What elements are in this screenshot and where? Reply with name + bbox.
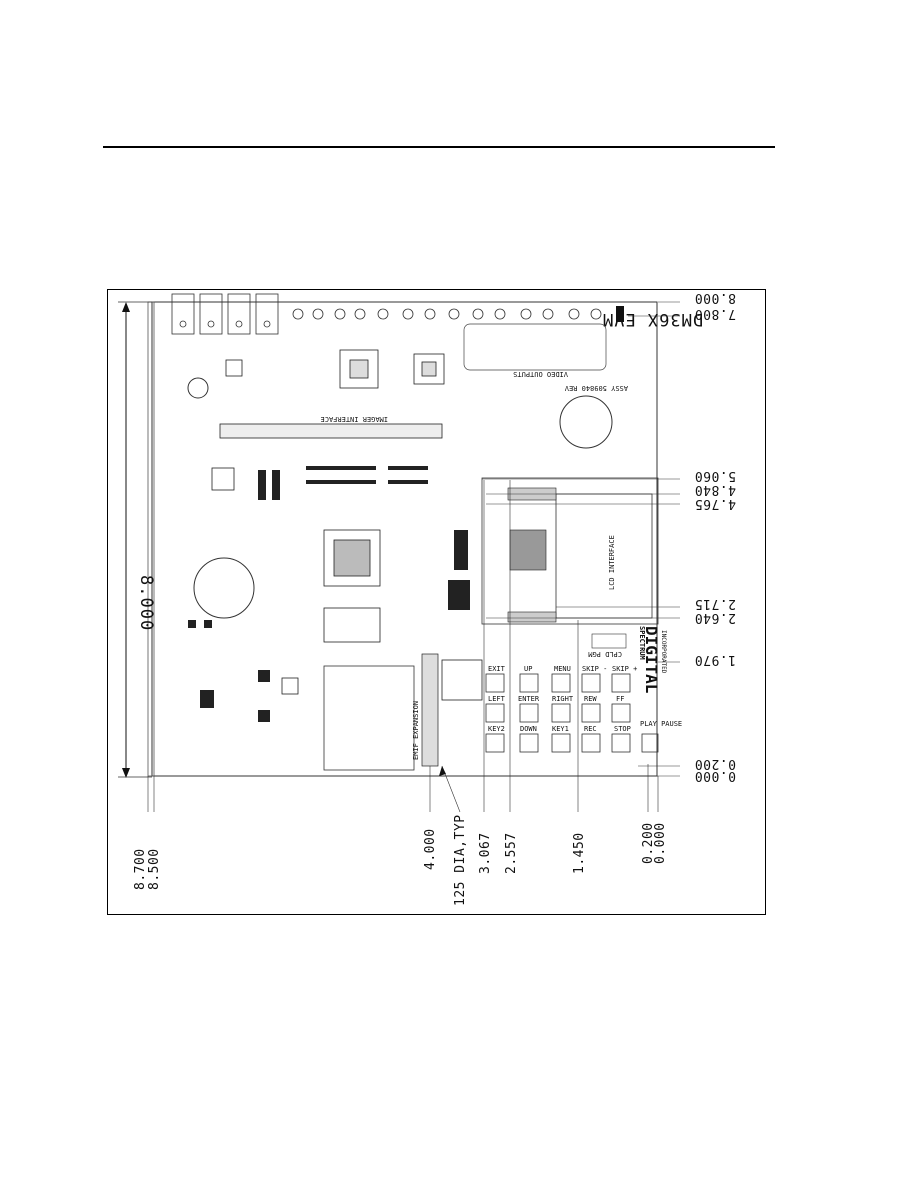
battery-holder bbox=[559, 395, 613, 449]
btn-skip-plus: SKIP + bbox=[612, 665, 637, 673]
rdim-0000: 0.000 bbox=[694, 768, 736, 783]
bdim-1450: 1.450 bbox=[572, 832, 587, 874]
buzzer-top bbox=[187, 377, 209, 399]
overall-dim-arrow-top bbox=[122, 302, 130, 312]
emif-expansion-label: EMIF EXPANSION bbox=[412, 701, 420, 760]
brand-digital: DIGITAL bbox=[642, 626, 661, 693]
rdim-4765: 4.765 bbox=[694, 496, 736, 511]
lcd-area bbox=[481, 477, 659, 625]
btn-left: LEFT bbox=[488, 695, 506, 703]
button-matrix bbox=[485, 673, 659, 753]
drawing-frame: 8.000 DM36X EVM ASSY 509840 REV VIDEO OU… bbox=[107, 289, 766, 915]
rdim-8000: 8.000 bbox=[694, 290, 736, 305]
ic-packages bbox=[211, 349, 483, 701]
top-connectors bbox=[171, 293, 602, 335]
rdim-2715: 2.715 bbox=[694, 596, 736, 611]
bdim-0200: 0.200 bbox=[641, 822, 656, 864]
btn-rew: REW bbox=[584, 695, 597, 703]
bdim-3067: 3.067 bbox=[478, 832, 493, 874]
btn-skip-minus: SKIP - bbox=[582, 665, 607, 673]
rdim-5060: 5.060 bbox=[694, 468, 736, 483]
btn-rec: REC bbox=[584, 725, 597, 733]
lcd-interface-label: LCD INTERFACE bbox=[608, 535, 616, 590]
btn-up: UP bbox=[524, 665, 532, 673]
rdim-0200: 0.200 bbox=[694, 756, 736, 771]
bdim-2557: 2.557 bbox=[504, 832, 519, 874]
board-drawing: 8.000 DM36X EVM ASSY 509840 REV VIDEO OU… bbox=[118, 290, 736, 906]
overall-dim-arrow-bottom bbox=[122, 768, 130, 778]
bdim-8500: 8.500 bbox=[147, 848, 162, 890]
btn-key1: KEY1 bbox=[552, 725, 569, 733]
board-outline bbox=[151, 301, 658, 777]
cpld-pgm-label: CPLD PGM bbox=[588, 650, 622, 658]
btn-menu: MENU bbox=[554, 665, 571, 673]
brand-incorporated: INCORPORATED bbox=[660, 630, 667, 674]
btn-play-pause: PLAY PAUSE bbox=[640, 720, 682, 728]
imager-interface-connector bbox=[219, 423, 443, 439]
bottom-dim-lines bbox=[147, 480, 659, 813]
btn-right: RIGHT bbox=[552, 695, 574, 703]
emif-expansion-connector bbox=[421, 653, 439, 767]
sd-card-slot bbox=[323, 665, 415, 771]
board-edge-left bbox=[147, 301, 155, 777]
btn-ff: FF bbox=[616, 695, 624, 703]
imager-interface-label: IMAGER INTERFACE bbox=[321, 415, 388, 423]
bdim-4000: 4.000 bbox=[423, 828, 438, 870]
bdim-0000: 0.000 bbox=[653, 822, 668, 864]
btn-enter: ENTER bbox=[518, 695, 540, 703]
btn-key2: KEY2 bbox=[488, 725, 505, 733]
rdim-1970: 1.970 bbox=[694, 652, 736, 667]
board-assy: ASSY 509840 REV bbox=[564, 384, 628, 392]
header-rule bbox=[103, 146, 775, 148]
video-outputs-label: VIDEO OUTPUTS bbox=[513, 370, 568, 378]
btn-down: DOWN bbox=[520, 725, 537, 733]
rdim-7800: 7.800 bbox=[694, 306, 736, 321]
video-outputs-area bbox=[463, 323, 607, 371]
cpld-pgm-header bbox=[591, 633, 627, 649]
lcd-panel bbox=[555, 493, 653, 619]
brand-spectrum: SPECTRUM bbox=[638, 626, 646, 660]
rdim-2640: 2.640 bbox=[694, 610, 736, 625]
board-title: DM36X EVM bbox=[602, 309, 703, 329]
overall-dimension-label: 8.000 bbox=[136, 575, 156, 631]
bdim-dia: 125 DIA,TYP bbox=[453, 814, 468, 906]
bdim-8700: 8.700 bbox=[133, 848, 148, 890]
component-texture bbox=[188, 466, 470, 722]
btn-exit: EXIT bbox=[488, 665, 506, 673]
speaker bbox=[193, 557, 255, 619]
btn-stop: STOP bbox=[614, 725, 631, 733]
right-dim-lines bbox=[482, 301, 680, 777]
rdim-4840: 4.840 bbox=[694, 482, 736, 497]
